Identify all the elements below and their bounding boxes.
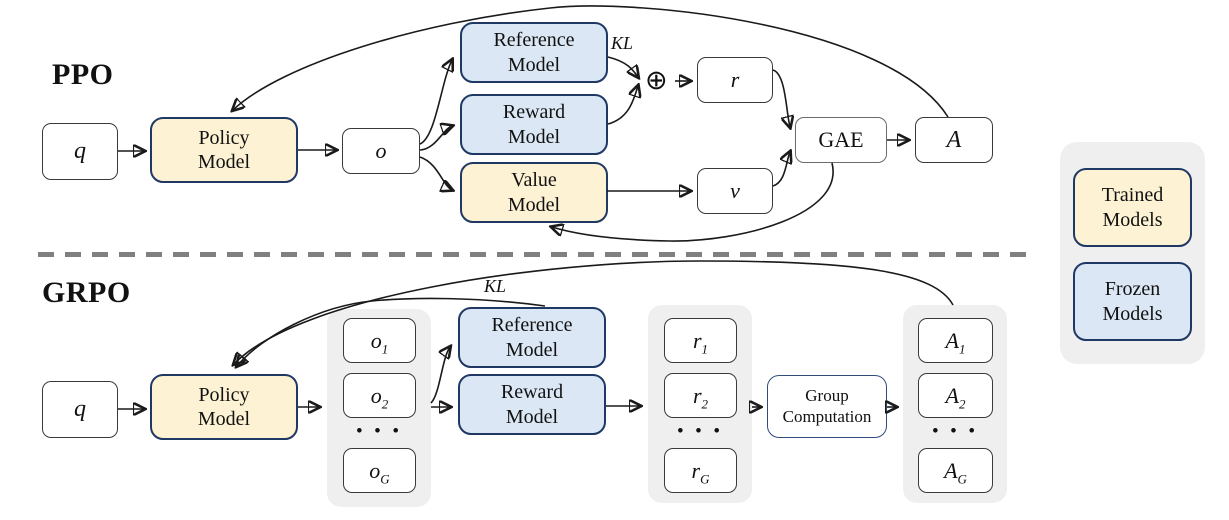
ppo-gae-label: GAE — [818, 127, 864, 152]
grpo-r1-box: r1 — [664, 318, 737, 363]
grpo-o2-sub: 2 — [381, 395, 389, 411]
ppo-reward-model-box: Reward Model — [460, 94, 608, 155]
ppo-q-label: q — [74, 138, 86, 164]
grpo-AG-sub: G — [957, 470, 967, 486]
grpo-A2-box: A2 — [918, 373, 993, 418]
ppo-o-box: o — [342, 128, 420, 174]
grpo-q-label: q — [74, 396, 86, 422]
grpo-advantage-ellipsis: • • • — [932, 421, 979, 440]
ppo-reference-model-box: Reference Model — [460, 22, 608, 83]
ppo-reward-model-label: Reward Model — [502, 101, 566, 148]
grpo-o2-label: o — [370, 382, 382, 408]
ppo-r-box: r — [697, 57, 773, 103]
grpo-q-box: q — [42, 381, 118, 438]
grpo-o1-box: o1 — [343, 318, 416, 363]
grpo-reference-model-box: Reference Model — [458, 307, 606, 368]
ppo-v-label: v — [730, 178, 740, 203]
arrow-ppo-reference-to-plus — [607, 56, 638, 77]
arrow-grpo-outputs-to-reference — [430, 347, 450, 404]
grpo-policy-model-box: Policy Model — [150, 374, 298, 440]
grpo-o1-label: o — [370, 327, 382, 353]
grpo-A2-label: A — [945, 382, 959, 408]
grpo-A1-box: A1 — [918, 318, 993, 363]
circled-plus-icon: ⊕ — [645, 65, 668, 95]
grpo-A1-sub: 1 — [958, 340, 966, 356]
grpo-reward-ellipsis: • • • — [677, 421, 724, 440]
ppo-value-model-box: Value Model — [460, 162, 608, 223]
grpo-rG-label: r — [691, 457, 701, 483]
grpo-A2-sub: 2 — [958, 395, 966, 411]
grpo-output-ellipsis: • • • — [356, 421, 403, 440]
grpo-AG-box: AG — [918, 448, 993, 493]
grpo-title: GRPO — [42, 276, 131, 309]
grpo-kl-label: KL — [484, 276, 507, 296]
grpo-A1-label: A — [945, 327, 959, 353]
ppo-kl-label: KL — [611, 33, 634, 53]
ppo-gae-box: GAE — [795, 117, 887, 163]
grpo-group-computation-label: Group Computation — [782, 386, 872, 426]
ppo-advantage-label: A — [946, 126, 962, 153]
ppo-advantage-box: A — [915, 117, 993, 163]
ppo-r-label: r — [730, 67, 740, 92]
arrow-ppo-o-to-reward — [419, 126, 452, 151]
arrow-ppo-o-to-reference — [419, 60, 452, 145]
arrow-ppo-reward-to-plus — [607, 86, 638, 125]
grpo-r2-sub: 2 — [701, 395, 709, 411]
ppo-v-box: v — [697, 168, 773, 214]
grpo-r2-label: r — [692, 382, 702, 408]
arrow-ppo-v-to-gae — [772, 152, 790, 187]
grpo-r1-label: r — [692, 327, 702, 353]
ppo-q-box: q — [42, 123, 118, 180]
arrow-ppo-r-to-gae — [772, 69, 790, 127]
ppo-o-label: o — [375, 138, 387, 163]
legend-trained-models-label: Trained Models — [1101, 184, 1164, 231]
grpo-oG-sub: G — [380, 470, 390, 486]
ppo-policy-model-label: Policy Model — [197, 126, 251, 173]
grpo-AG-label: A — [944, 457, 958, 483]
grpo-o1-sub: 1 — [381, 340, 389, 356]
grpo-o2-box: o2 — [343, 373, 416, 418]
legend-frozen-models-label: Frozen Models — [1102, 278, 1163, 325]
grpo-r2-box: r2 — [664, 373, 737, 418]
ppo-policy-model-box: Policy Model — [150, 117, 298, 183]
grpo-rG-box: rG — [664, 448, 737, 493]
grpo-rG-sub: G — [700, 470, 710, 486]
ppo-reference-model-label: Reference Model — [493, 29, 575, 76]
ppo-value-model-label: Value Model — [507, 169, 561, 216]
legend-trained-models-swatch: Trained Models — [1073, 168, 1192, 247]
grpo-r1-sub: 1 — [701, 340, 709, 356]
grpo-policy-model-label: Policy Model — [197, 383, 251, 430]
arrow-ppo-o-to-value — [419, 156, 452, 190]
grpo-reward-model-box: Reward Model — [458, 374, 606, 435]
section-divider — [38, 252, 1030, 257]
grpo-group-computation-box: Group Computation — [767, 375, 887, 438]
grpo-oG-label: o — [369, 457, 381, 483]
legend-frozen-models-swatch: Frozen Models — [1073, 262, 1192, 341]
grpo-reference-model-label: Reference Model — [491, 314, 573, 361]
ppo-title: PPO — [52, 58, 114, 91]
grpo-reward-model-label: Reward Model — [500, 381, 564, 428]
grpo-oG-box: oG — [343, 448, 416, 493]
